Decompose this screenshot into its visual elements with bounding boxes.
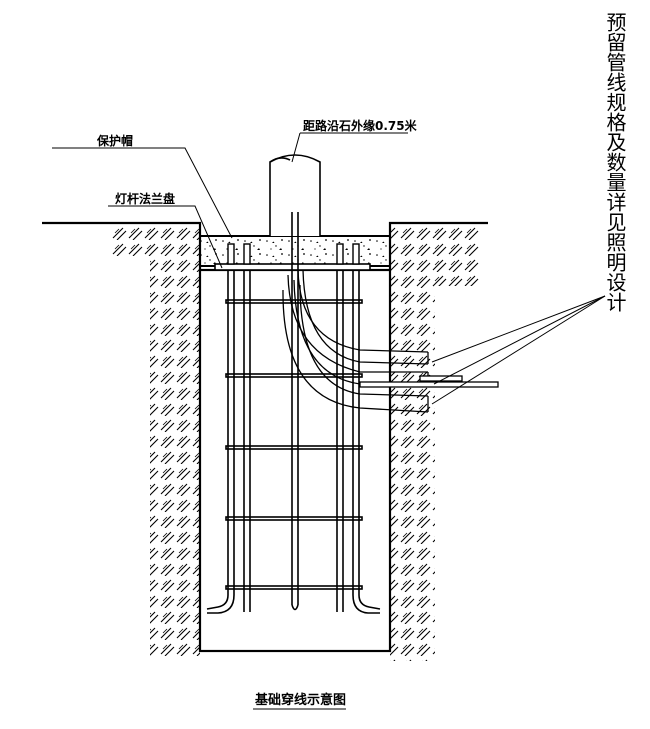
label-distance-note: 距路沿石外缘0.75米 (303, 118, 418, 133)
label-flange-plate: 灯杆法兰盘 (115, 191, 175, 206)
label-conduit-note: 预留管线规格及数量详见照明设计 (603, 12, 627, 312)
rebar-stirrups (225, 299, 363, 590)
anchor-bolts (227, 243, 360, 265)
label-protective-cap: 保护帽 (96, 133, 133, 148)
soil-hatch-right (390, 226, 480, 661)
caption-title: 基础穿线示意图 (254, 692, 346, 708)
lamp-pole (269, 154, 321, 236)
soil-hatch-left (112, 226, 200, 656)
rebar-vertical (206, 212, 381, 614)
conduits (282, 269, 499, 413)
leader-lines (52, 132, 606, 405)
